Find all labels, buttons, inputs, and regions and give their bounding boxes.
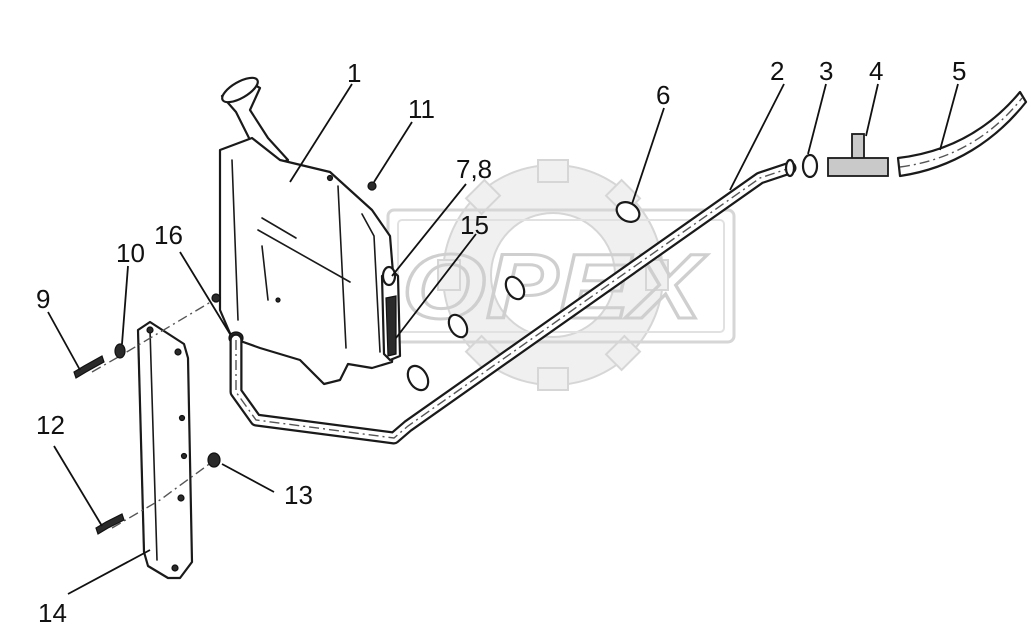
callout-9: 9: [36, 284, 50, 314]
callout-10: 10: [116, 238, 145, 268]
o-ring: [801, 153, 819, 179]
hose-clamp-ring: [406, 201, 641, 392]
callout-6: 6: [656, 80, 670, 110]
callout-13: 13: [284, 480, 313, 510]
callout-15: 15: [460, 210, 489, 240]
callout-3: 3: [819, 56, 833, 86]
callout-labels: 1 2 3 4 5 6 7,8 9 10 11 12 13 14 15 16: [36, 56, 966, 628]
washer-10: [114, 343, 126, 359]
callout-16: 16: [154, 220, 183, 250]
tee-connector: [827, 133, 889, 177]
callout-14: 14: [38, 598, 67, 628]
callout-1: 1: [347, 58, 361, 88]
callout-7-8: 7,8: [456, 154, 492, 184]
washer-hose: [229, 158, 797, 445]
callout-4: 4: [869, 56, 883, 86]
callout-2: 2: [770, 56, 784, 86]
watermark-gear-icon: [386, 159, 736, 391]
leader-lines: [47, 83, 959, 595]
bracket-plate: [136, 320, 194, 580]
callout-11: 11: [408, 94, 435, 124]
nut-13: [207, 452, 221, 468]
hose-section: [896, 90, 1028, 178]
bolt-9: [73, 249, 271, 379]
callout-12: 12: [36, 410, 65, 440]
callout-5: 5: [952, 56, 966, 86]
bolt-12: [95, 461, 213, 535]
